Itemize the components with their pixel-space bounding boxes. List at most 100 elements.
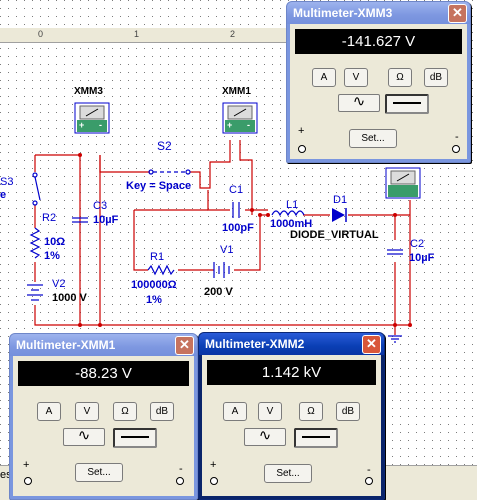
multimeter-xmm2-reading: 1.142 kV	[207, 360, 376, 385]
label-key-space: Key = Space	[126, 180, 192, 192]
label-s3-e: e	[0, 189, 7, 201]
positive-terminal[interactable]	[210, 477, 218, 485]
label-r1-tol: 1%	[146, 294, 162, 306]
positive-terminal[interactable]	[298, 145, 306, 153]
positive-terminal[interactable]	[24, 477, 32, 485]
multimeter-xmm2-window[interactable]: Multimeter-XMM2 ✕ 1.142 kV A V Ω dB ∿ Se…	[198, 332, 385, 500]
label-v1: V1	[220, 244, 234, 256]
wires	[34, 140, 411, 335]
label-v1-value: 200 V	[204, 286, 233, 298]
multimeter-xmm3-title[interactable]: Multimeter-XMM3	[287, 2, 470, 24]
label-l1-value: 1000mH	[270, 218, 313, 230]
ac-mode-button[interactable]: ∿	[338, 94, 380, 112]
negative-terminal-label: -	[455, 131, 459, 143]
meter-minus-xmm3: -	[99, 120, 102, 130]
positive-terminal-label: +	[298, 125, 305, 137]
label-c2: C2	[410, 238, 425, 250]
dc-mode-button[interactable]	[294, 428, 338, 448]
r2-resistor	[29, 227, 41, 259]
ac-mode-button[interactable]: ∿	[244, 428, 286, 446]
junction-dots	[78, 153, 412, 327]
ammeter-mode-button[interactable]: A	[312, 68, 336, 87]
multimeter-xmm2-title[interactable]: Multimeter-XMM2	[199, 333, 384, 355]
d1-diode	[332, 208, 347, 222]
set-button[interactable]: Set...	[75, 463, 123, 482]
dc-line-icon	[121, 436, 149, 439]
negative-terminal[interactable]	[176, 477, 184, 485]
ammeter-mode-button[interactable]: A	[223, 402, 247, 421]
label-c1: C1	[229, 184, 244, 196]
components	[27, 169, 403, 343]
label-c3-value: 10µF	[93, 214, 119, 226]
decibel-mode-button[interactable]: dB	[150, 402, 174, 421]
ruler-mark-2: 2	[230, 29, 236, 39]
sine-wave-icon: ∿	[77, 427, 91, 444]
label-xmm3: XMM3	[74, 86, 103, 97]
label-r1-value: 100000Ω	[131, 279, 177, 291]
sine-wave-icon: ∿	[258, 427, 272, 444]
label-r2-value: 10Ω	[44, 236, 66, 248]
label-c3: C3	[93, 200, 108, 212]
close-icon[interactable]: ✕	[448, 4, 467, 23]
label-c1-value: 100pF	[222, 222, 254, 234]
voltmeter-mode-button[interactable]: V	[258, 402, 282, 421]
multimeter-xmm1-title[interactable]: Multimeter-XMM1	[10, 334, 197, 356]
multimeter-xmm1-window[interactable]: Multimeter-XMM1 ✕ -88.23 V A V Ω dB ∿ Se…	[9, 333, 198, 500]
multimeter-xmm3-panel: -141.627 V A V Ω dB ∿ Set... + -	[290, 24, 467, 159]
negative-terminal-label: -	[367, 464, 371, 476]
negative-terminal-label: -	[179, 463, 183, 475]
set-button[interactable]: Set...	[264, 464, 312, 483]
xmm3-symbol[interactable]	[74, 102, 110, 134]
sine-wave-icon: ∿	[352, 93, 366, 110]
decibel-mode-button[interactable]: dB	[336, 402, 360, 421]
label-r2: R2	[42, 212, 57, 224]
label-v2: V2	[52, 278, 66, 290]
ammeter-mode-button[interactable]: A	[37, 402, 61, 421]
label-d1-model: DIODE_VIRTUAL	[290, 229, 379, 241]
ohmmeter-mode-button[interactable]: Ω	[299, 402, 323, 421]
horizontal-ruler: 0 1 2	[0, 28, 290, 43]
voltmeter-mode-button[interactable]: V	[75, 402, 99, 421]
xmm2-symbol[interactable]	[385, 167, 421, 199]
multimeter-xmm1-panel: -88.23 V A V Ω dB ∿ Set... + -	[13, 356, 194, 496]
dc-line-icon	[393, 102, 421, 105]
xmm1-symbol[interactable]	[222, 102, 258, 134]
multimeter-xmm3-window[interactable]: Multimeter-XMM3 ✕ -141.627 V A V Ω dB ∿ …	[286, 1, 471, 163]
label-s3: S3	[0, 176, 14, 188]
ac-mode-button[interactable]: ∿	[63, 428, 105, 446]
multimeter-xmm3-reading: -141.627 V	[295, 29, 462, 54]
close-icon[interactable]: ✕	[362, 335, 381, 354]
status-text: es	[0, 469, 12, 481]
positive-terminal-label: +	[23, 459, 30, 471]
meter-plus-xmm1: +	[227, 120, 233, 130]
multimeter-xmm1-reading: -88.23 V	[18, 361, 189, 386]
r1-resistor	[147, 264, 175, 276]
dc-mode-button[interactable]	[385, 94, 429, 114]
ruler-mark-0: 0	[38, 29, 44, 39]
negative-terminal[interactable]	[452, 145, 460, 153]
label-l1: L1	[286, 199, 299, 211]
negative-terminal[interactable]	[365, 477, 373, 485]
meter-plus-xmm3: +	[79, 120, 85, 130]
positive-terminal-label: +	[210, 459, 217, 471]
decibel-mode-button[interactable]: dB	[424, 68, 448, 87]
label-r2-tol: 1%	[44, 250, 60, 262]
dc-line-icon	[302, 436, 330, 439]
label-xmm1: XMM1	[222, 86, 251, 97]
label-c2-value: 10µF	[409, 252, 435, 264]
voltmeter-mode-button[interactable]: V	[344, 68, 368, 87]
multimeter-xmm2-panel: 1.142 kV A V Ω dB ∿ Set... + -	[202, 355, 381, 496]
set-button[interactable]: Set...	[349, 129, 397, 148]
meter-minus-xmm1: -	[247, 120, 250, 130]
label-r1: R1	[150, 251, 165, 263]
ohmmeter-mode-button[interactable]: Ω	[388, 68, 412, 87]
label-s2: S2	[157, 139, 172, 153]
s3-switch-lever	[34, 176, 41, 201]
label-v2-value: 1000 V	[52, 292, 87, 304]
dc-mode-button[interactable]	[113, 428, 157, 448]
ruler-mark-1: 1	[134, 29, 140, 39]
l1-inductor	[271, 210, 305, 217]
close-icon[interactable]: ✕	[175, 336, 194, 355]
ohmmeter-mode-button[interactable]: Ω	[113, 402, 137, 421]
label-d1: D1	[333, 194, 348, 206]
